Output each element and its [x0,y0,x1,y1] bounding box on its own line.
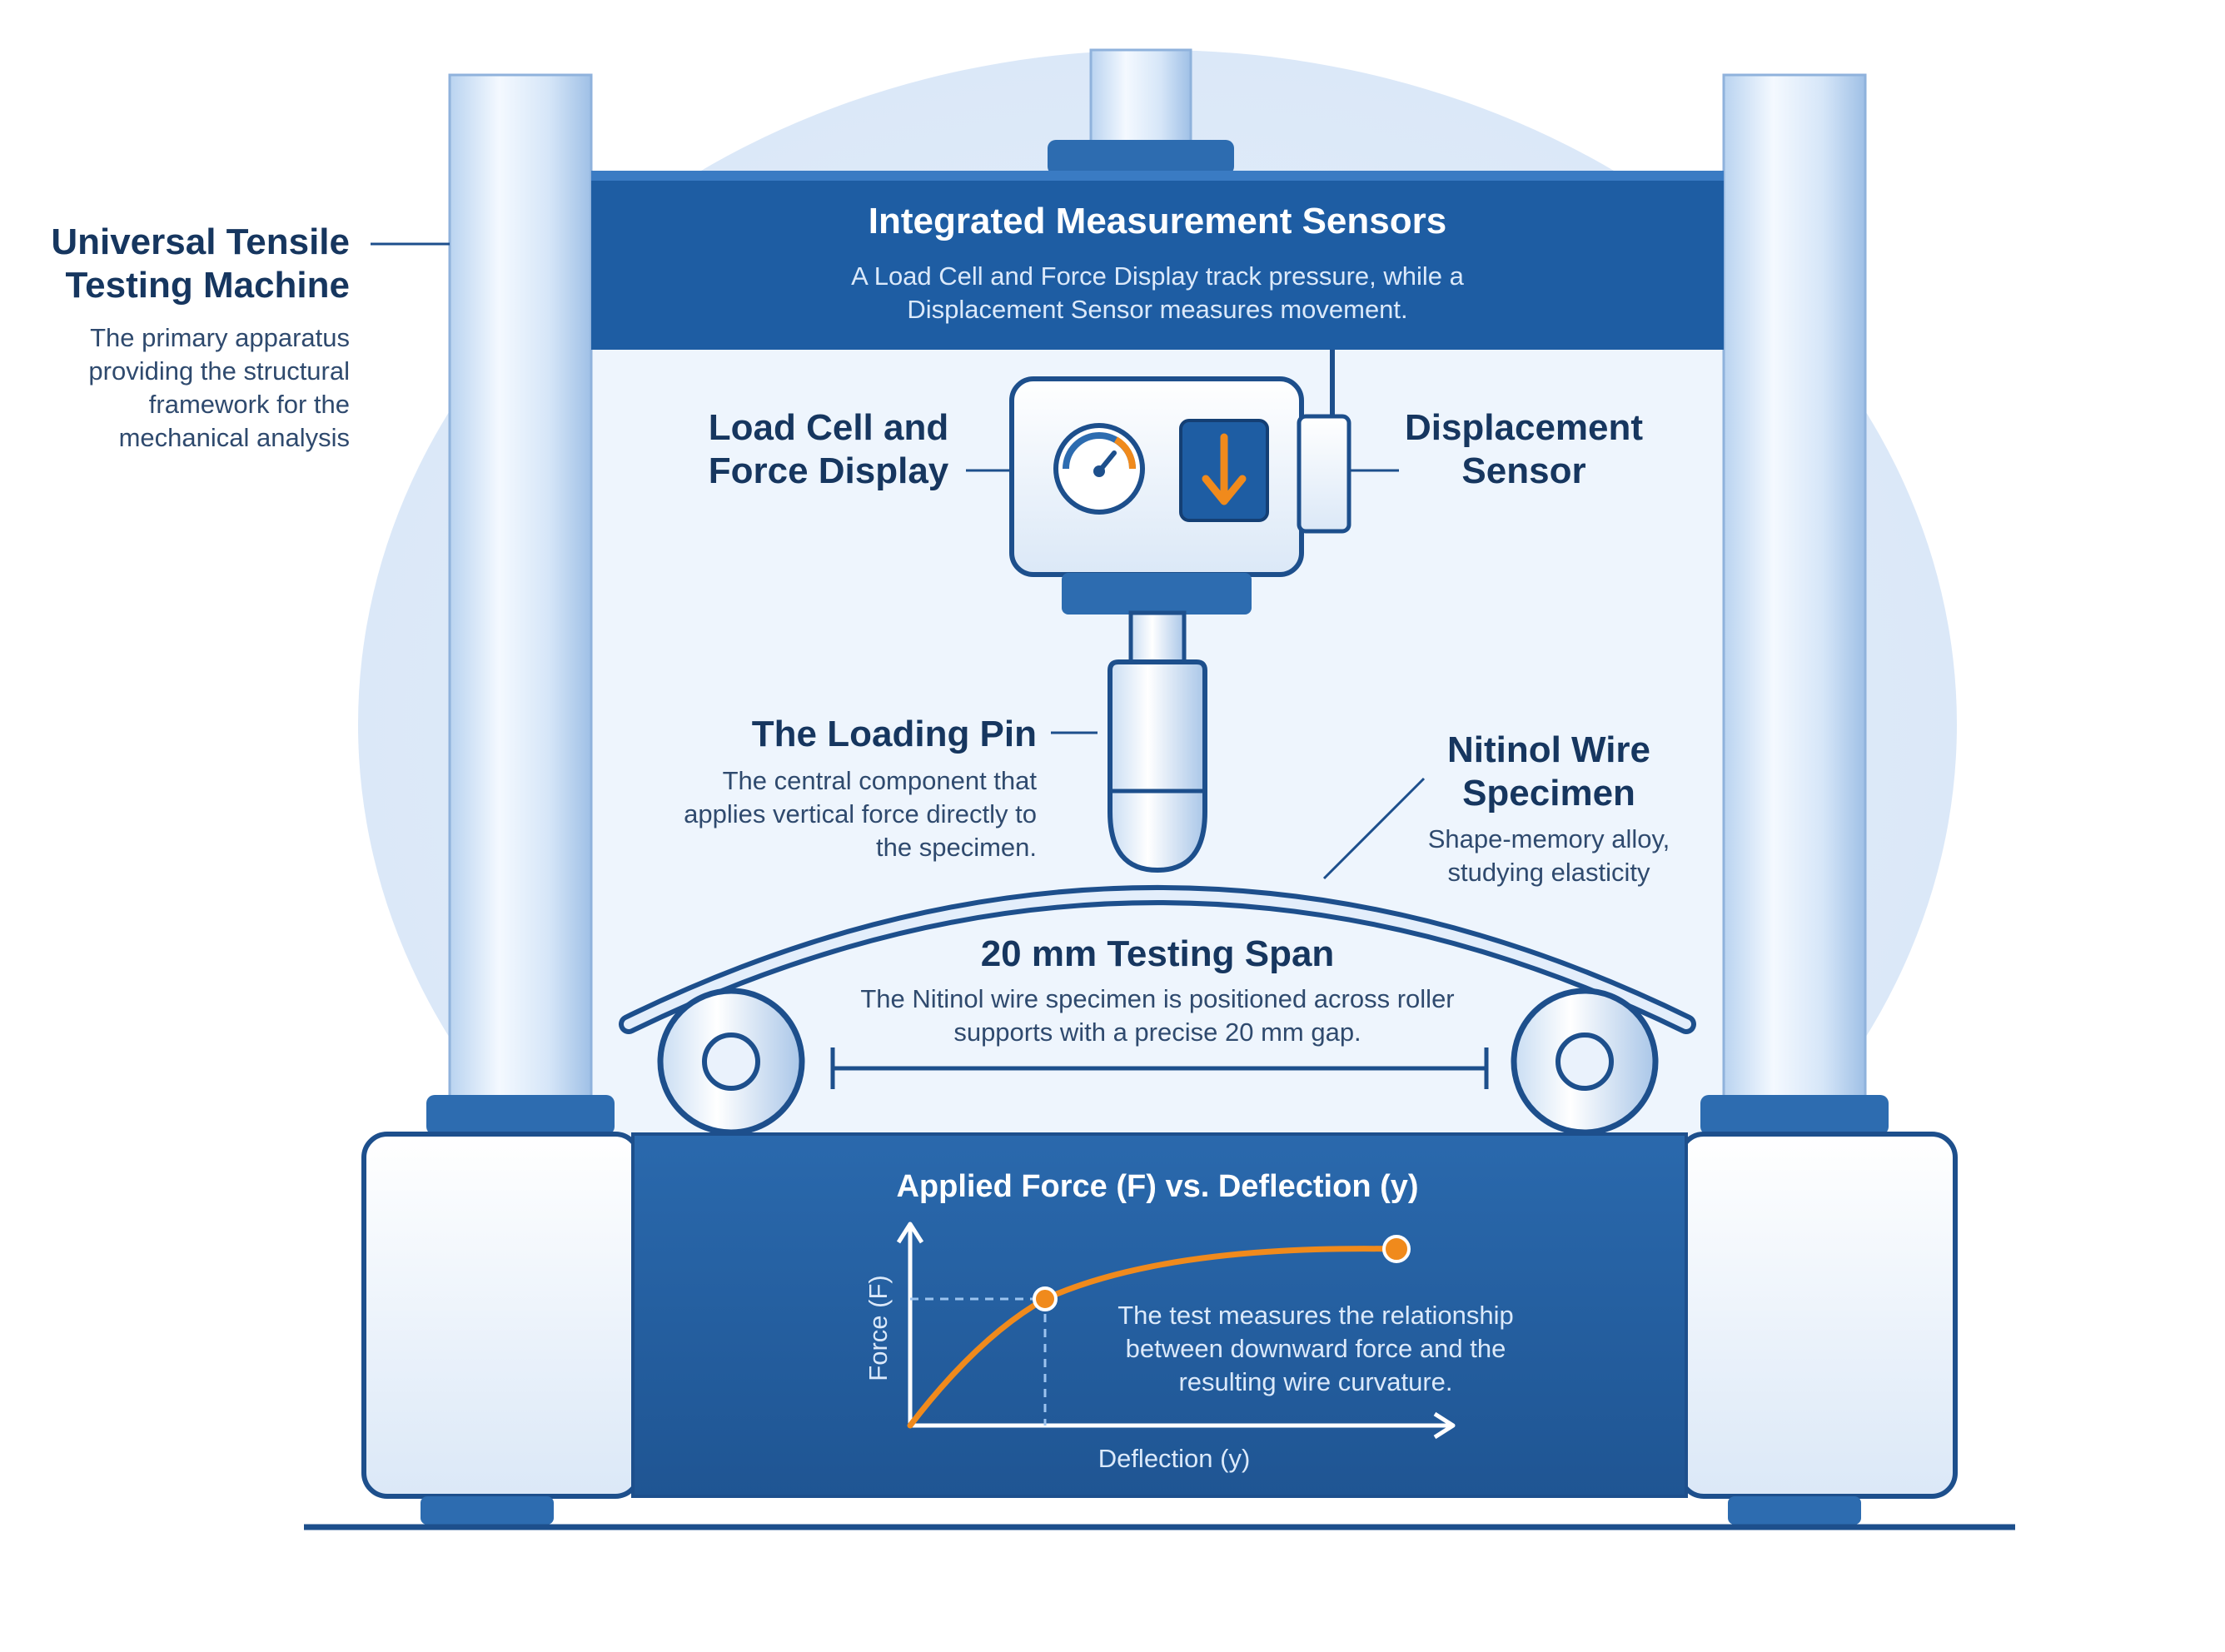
loading-pin [1108,659,1207,873]
graph-title: Applied Force (F) vs. Deflection (y) [896,1169,1419,1204]
x-axis-arrowhead [1433,1411,1456,1440]
span-description: The Nitinol wire specimen is positioned … [860,984,1455,1047]
sensors-banner-title: Integrated Measurement Sensors [868,201,1447,241]
y-axis-arrowhead [896,1222,924,1244]
specimen-description: Shape-memory alloy, studying elasticity [1427,824,1670,887]
right-column-foot [1700,1095,1889,1135]
load-cell-label: Load Cell and Force Display [708,407,949,491]
loading-pin-description: The central component that applies verti… [684,766,1037,862]
loading-pin-title: The Loading Pin [751,714,1037,754]
leader-lines [371,242,1426,880]
down-arrow-icon [1179,419,1269,522]
left-column [448,73,593,1117]
force-deflection-chart [896,1222,1456,1440]
left-foot [421,1496,554,1525]
crosshead-banner [591,171,1724,350]
base-right-block [1678,1132,1958,1499]
displacement-sensor-box [1297,414,1351,534]
top-stem-cap [1048,140,1234,175]
base-left-block [361,1132,641,1499]
base-panel [631,1132,1688,1498]
right-roller [1511,988,1659,1136]
graph-x-axis-label: Deflection (y) [1098,1444,1251,1473]
machine-description: The primary apparatus providing the stru… [88,323,350,452]
curve-point-end [1382,1235,1411,1263]
left-column-foot [426,1095,615,1135]
load-cell-collar [1062,573,1252,615]
span-title: 20 mm Testing Span [980,933,1335,974]
pin-rod [1128,610,1187,669]
sensors-banner-description: A Load Cell and Force Display track pres… [851,261,1464,324]
force-deflection-curve [907,1246,1400,1429]
displacement-sensor-label: Displacement Sensor [1404,407,1644,491]
machine-title: Universal Tensile Testing Machine [51,221,350,306]
top-stem [1089,48,1192,152]
nitinol-wire-highlight [624,890,1691,1029]
right-foot [1728,1496,1861,1525]
crosshead-banner-edge [591,171,1724,181]
specimen-title: Nitinol Wire Specimen [1446,729,1651,814]
gauge-icon [1053,423,1145,515]
right-column [1722,73,1867,1117]
span-dimension-line [830,1047,1489,1089]
left-roller [657,988,805,1136]
graph-y-axis-label: Force (F) [864,1275,893,1381]
curve-point-mid [1033,1286,1058,1311]
graph-description: The test measures the relationship betwe… [1117,1301,1514,1396]
